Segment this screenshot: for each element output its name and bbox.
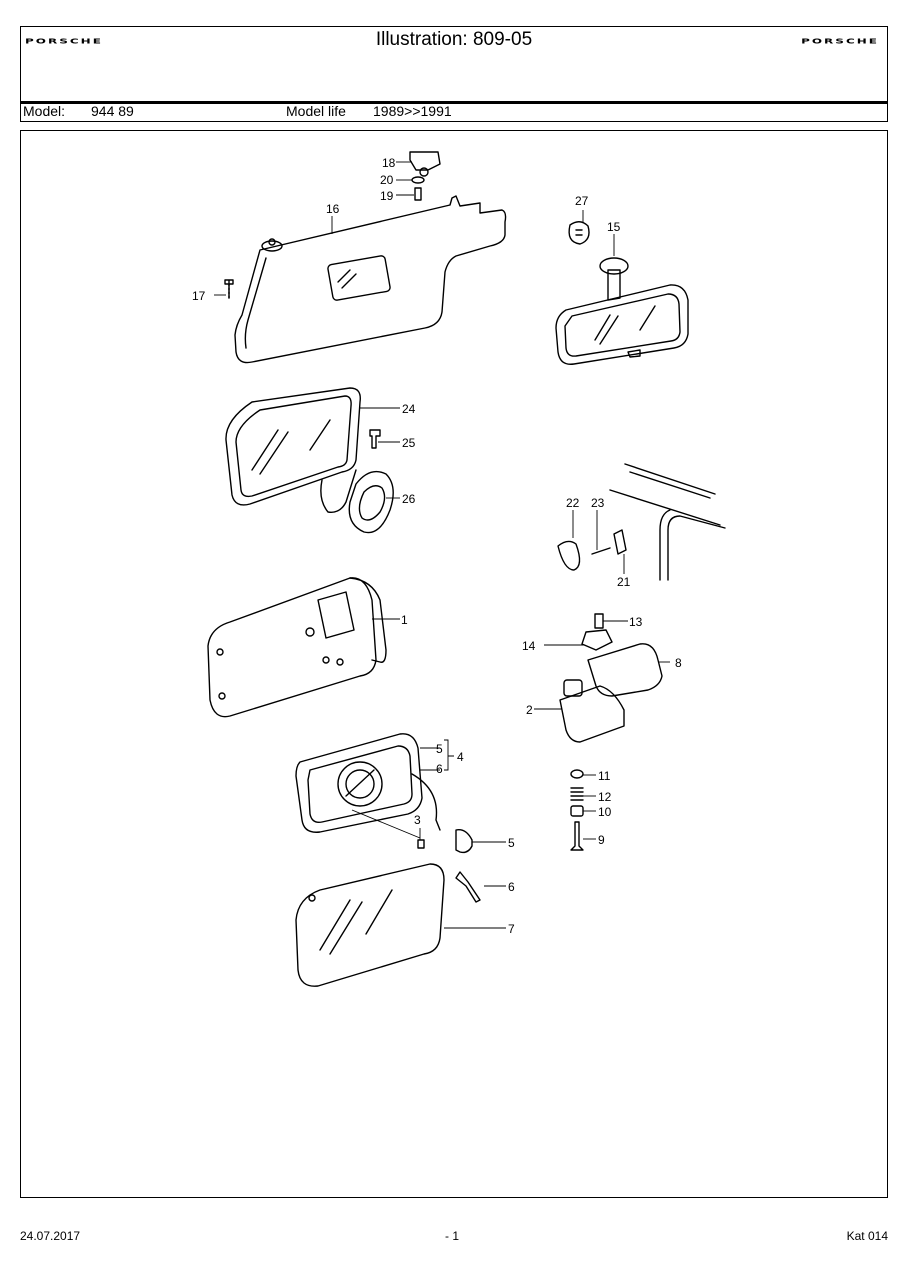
cover-27-drawing <box>568 221 590 245</box>
callout-8: 8 <box>675 656 682 670</box>
callout-2: 2 <box>526 703 533 717</box>
callout-labels: 18 20 19 16 17 27 15 24 25 26 22 23 21 1… <box>192 156 682 936</box>
callout-10: 10 <box>598 805 612 819</box>
gasket-26-drawing <box>348 470 394 534</box>
footer-catalog: Kat 014 <box>846 1229 888 1243</box>
gasket-8-drawing <box>587 643 663 697</box>
callout-20: 20 <box>380 173 394 187</box>
leader-lines <box>214 161 670 929</box>
brand-logo-right: PORSCHE <box>801 37 879 46</box>
callout-18: 18 <box>382 156 396 170</box>
hardware-9-12-drawing <box>570 769 584 851</box>
callout-7: 7 <box>508 922 515 936</box>
callout-11: 11 <box>598 769 611 783</box>
mirror-glass-7-drawing <box>295 863 445 987</box>
callout-24: 24 <box>402 402 416 416</box>
screw-25-drawing <box>369 429 381 449</box>
callout-5-bracket: 5 <box>436 742 443 756</box>
clip-18-drawing <box>409 151 441 177</box>
door-frame-drawing <box>557 463 726 581</box>
washer-20-drawing <box>411 176 425 184</box>
callout-15: 15 <box>607 220 621 234</box>
footer-page-number: - 1 <box>445 1229 460 1243</box>
illustration-frame <box>20 130 888 1198</box>
model-life-value: 1989>>1991 <box>373 103 452 119</box>
parts-diagram: 18 20 19 16 17 27 15 24 25 26 22 23 21 1… <box>192 151 726 987</box>
header-box: PORSCHE Illustration: 809-05 PORSCHE Mod… <box>20 26 888 122</box>
callout-9: 9 <box>598 833 605 847</box>
callout-4: 4 <box>457 750 464 764</box>
mirror-housing-1-drawing <box>207 577 387 718</box>
callout-12: 12 <box>598 790 612 804</box>
interior-mirror-drawing <box>555 257 689 365</box>
mirror-base-2-drawing <box>559 613 625 743</box>
callout-13: 13 <box>629 615 643 629</box>
callout-19: 19 <box>380 189 394 203</box>
screw-19-drawing <box>414 187 422 201</box>
callout-1: 1 <box>401 613 408 627</box>
callout-26: 26 <box>402 492 416 506</box>
model-value: 944 89 <box>91 103 134 119</box>
callout-3: 3 <box>414 813 421 827</box>
screw-17-drawing <box>224 279 234 299</box>
brand-logo-left: PORSCHE <box>25 37 103 46</box>
model-life-label: Model life <box>286 103 346 119</box>
callout-6-bracket: 6 <box>436 762 443 776</box>
callout-23: 23 <box>591 496 605 510</box>
callout-25: 25 <box>402 436 416 450</box>
mirror-motor-4-drawing <box>295 733 481 903</box>
bracket-4 <box>444 739 454 771</box>
mirror-24-drawing <box>225 387 361 513</box>
callout-14: 14 <box>522 639 536 653</box>
callout-21: 21 <box>617 575 631 589</box>
callout-17: 17 <box>192 289 206 303</box>
header-divider <box>21 101 887 104</box>
callout-22: 22 <box>566 496 580 510</box>
callout-16: 16 <box>326 202 340 216</box>
sun-visor-drawing <box>234 195 507 364</box>
footer-date: 24.07.2017 <box>20 1229 81 1243</box>
model-label: Model: <box>23 103 66 119</box>
illustration-title: Illustration: 809-05 <box>375 29 533 50</box>
callout-6: 6 <box>508 880 515 894</box>
callout-5: 5 <box>508 836 515 850</box>
callout-27: 27 <box>575 194 589 208</box>
